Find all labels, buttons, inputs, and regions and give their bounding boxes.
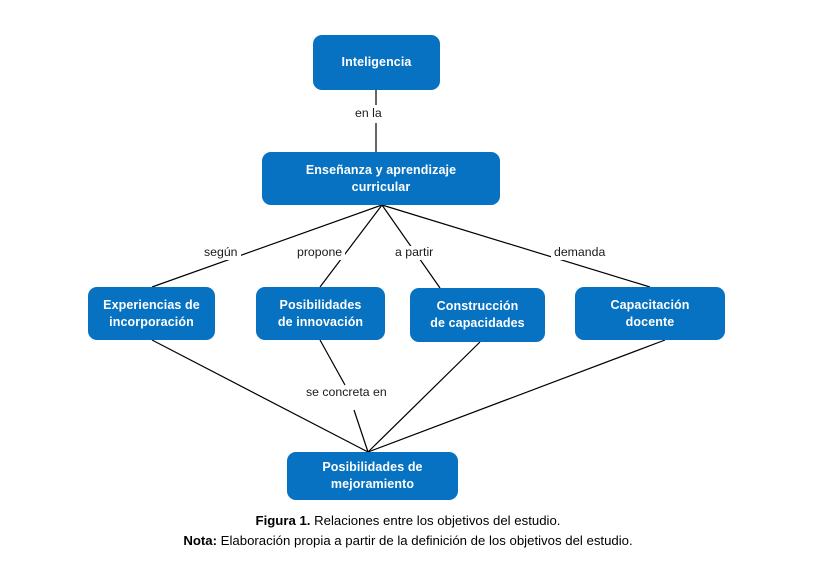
edge-label-propone: propone	[294, 245, 346, 260]
node-capacitacion-docente[interactable]: Capacitación docente	[575, 287, 725, 340]
figure-caption-line: Figura 1. Relaciones entre los objetivos…	[0, 511, 816, 531]
edge-label-segun: según	[201, 245, 241, 260]
edge-label-en-la: en la	[352, 106, 385, 121]
edge-label-a-partir: a partir	[392, 245, 437, 260]
figure-caption-text: Relaciones entre los objetivos del estud…	[310, 513, 561, 528]
figure-note-line: Nota: Elaboración propia a partir de la …	[0, 531, 816, 551]
figure-number: Figura 1.	[255, 513, 311, 528]
edge-posibilidades-innovacion-mejoramiento-lower	[353, 409, 369, 453]
node-posibilidades-mejoramiento[interactable]: Posibilidades de mejoramiento	[287, 452, 458, 500]
edge-label-demanda: demanda	[551, 245, 609, 260]
note-label: Nota:	[183, 533, 218, 548]
edge-posibilidades-innovacion-mejoramiento-upper	[319, 339, 346, 386]
edge-capacitacion-mejoramiento	[367, 339, 666, 453]
node-posibilidades-innovacion[interactable]: Posibilidades de innovación	[256, 287, 385, 340]
note-text: Elaboración propia a partir de la defini…	[217, 533, 633, 548]
edge-ensenanza-experiencias	[151, 204, 383, 288]
node-inteligencia[interactable]: Inteligencia	[313, 35, 440, 90]
node-experiencias-incorporacion[interactable]: Experiencias de incorporación	[88, 287, 215, 340]
node-construccion-capacidades[interactable]: Construcción de capacidades	[410, 288, 545, 342]
edge-label-se-concreta-en: se concreta en	[303, 385, 390, 400]
node-ensenanza-aprendizaje-curricular[interactable]: Enseñanza y aprendizaje curricular	[262, 152, 500, 205]
